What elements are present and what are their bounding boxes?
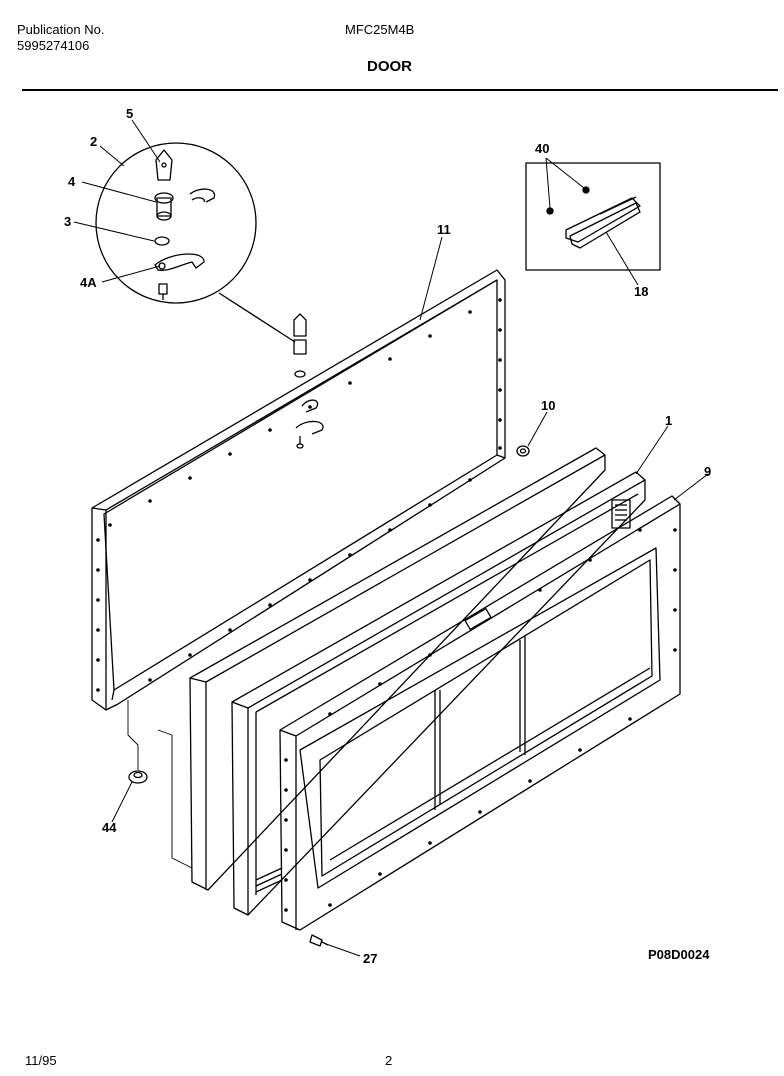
callout-4: 4 [68,174,76,189]
callout-44: 44 [102,820,117,835]
page-number: 2 [385,1053,393,1068]
screw-part-27 [309,934,329,947]
page-title: DOOR [367,58,412,75]
callout-11: 11 [437,222,451,237]
detail-circle [95,142,296,343]
hinge-part-44 [128,770,148,784]
callout-1: 1 [665,413,672,428]
door-liner-frame [91,269,506,711]
publication-label: Publication No. [17,22,105,37]
model-number: MFC25M4B [345,22,415,37]
leader-lines [73,119,709,957]
callout-2: 2 [90,134,97,149]
clip-part-10 [516,445,530,457]
door-gasket [231,471,646,916]
callout-27: 27 [363,951,377,966]
callout-18: 18 [634,284,648,299]
hinge-guide-line [127,700,193,869]
drawing-code: P08D0024 [648,947,710,962]
callout-9: 9 [704,464,711,479]
hinge-hardware [293,313,324,449]
insulation-panel [189,447,606,891]
publication-number: 5995274106 [17,38,90,53]
liner-frame-holes [96,298,502,692]
callout-40: 40 [535,141,549,156]
callout-4a: 4A [80,275,97,290]
footer-date: 11/95 [25,1053,57,1068]
callout-10: 10 [541,398,555,413]
callout-3: 3 [64,214,71,229]
callout-5: 5 [126,106,133,121]
outer-door-panel [279,495,681,931]
header-divider [22,89,778,91]
handle-detail-box [525,162,661,271]
outer-panel-holes [284,528,677,912]
